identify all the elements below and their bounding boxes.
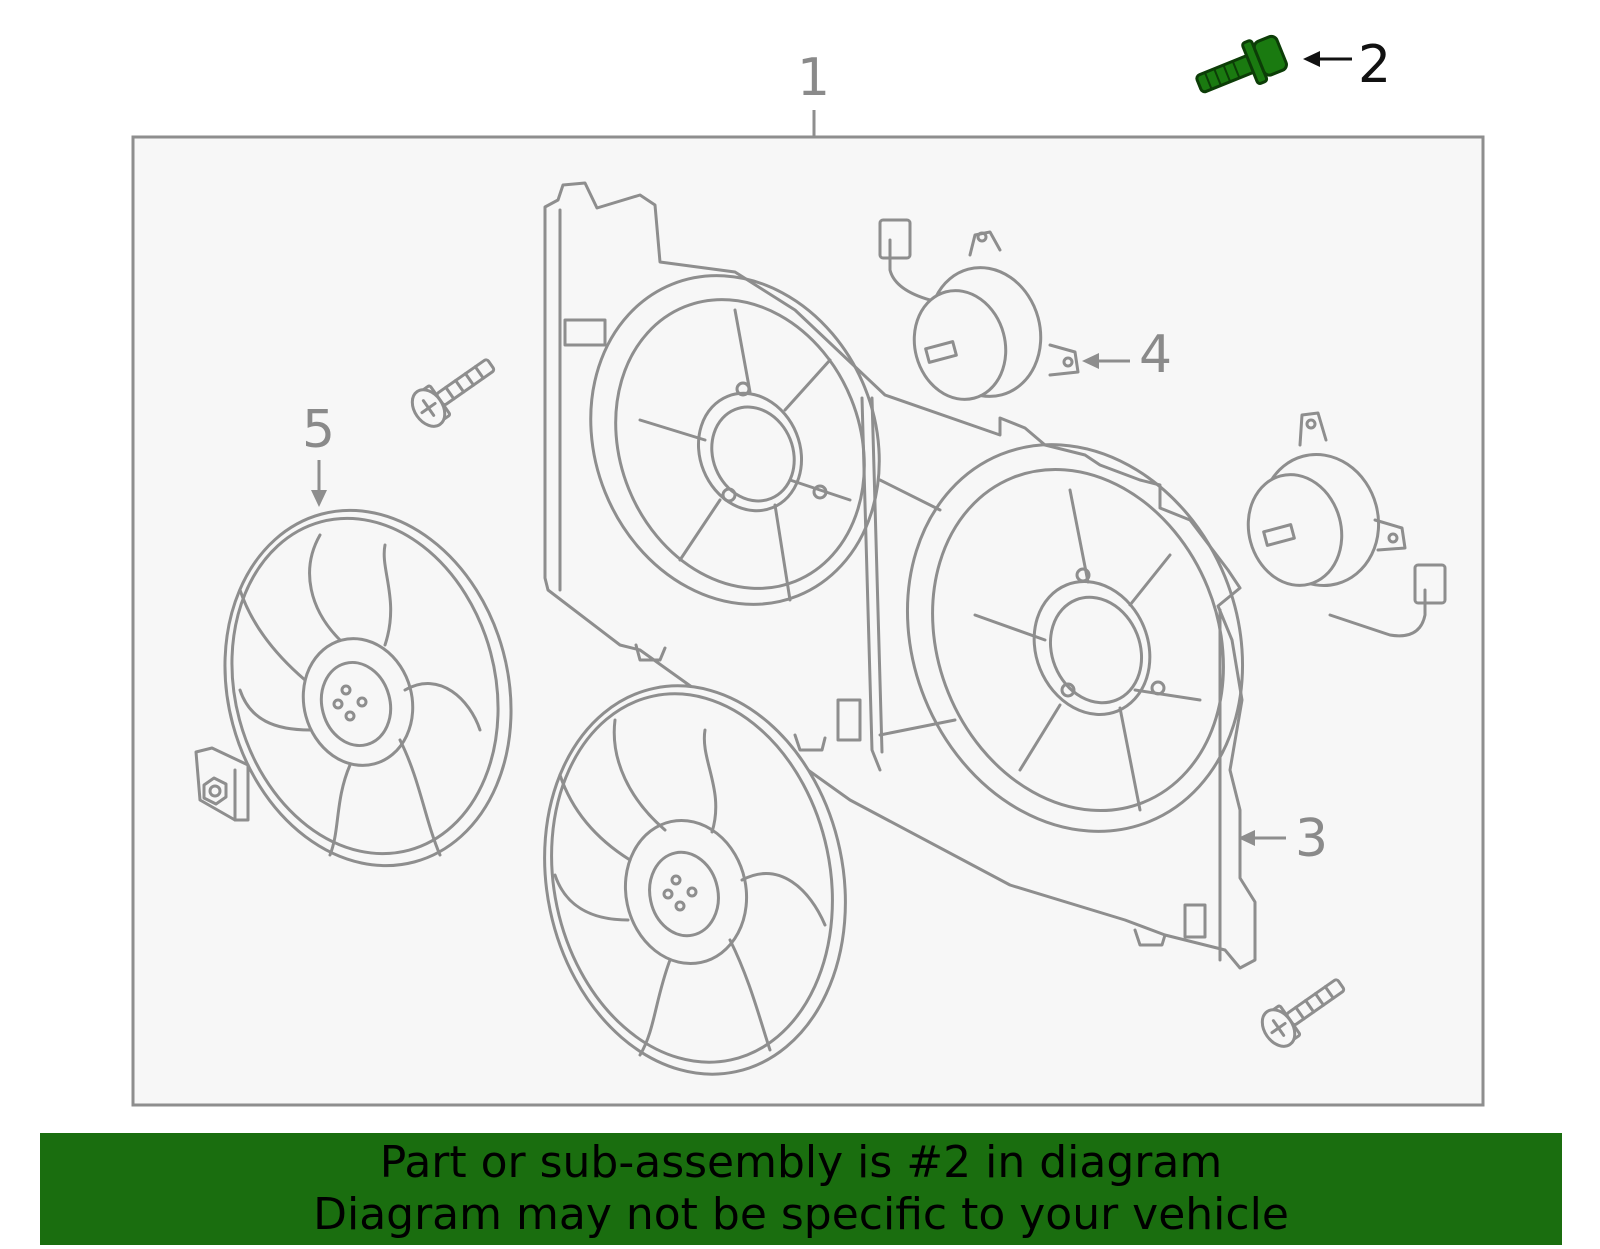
callout-2-arrow [1303,51,1352,67]
fan-motor-part-4 [878,218,1080,401]
fan-blade-lower [543,684,847,1076]
callout-1-label: 1 [797,48,830,108]
fan-motor-right [1246,411,1447,638]
callout-5-arrow [311,460,327,507]
callout-4-label: 4 [1139,325,1172,385]
callout-3-arrow [1238,830,1286,846]
clip-nut [194,746,250,822]
banner-line-1: Part or sub-assembly is #2 in diagram [379,1137,1223,1188]
info-banner: Part or sub-assembly is #2 in diagram Di… [40,1133,1562,1245]
screw-lower-right [1260,978,1346,1048]
banner-line-2: Diagram may not be specific to your vehi… [313,1189,1289,1240]
bolt-part-2[interactable] [1191,31,1290,105]
callout-5-label: 5 [302,400,335,460]
callout-2-label: 2 [1358,35,1391,95]
fan-blade-part-5 [223,508,513,868]
screw-upper-left [410,358,496,428]
callout-3-label: 3 [1295,809,1328,869]
callout-4-arrow [1082,353,1130,369]
fan-shroud-part-3 [543,181,1257,970]
